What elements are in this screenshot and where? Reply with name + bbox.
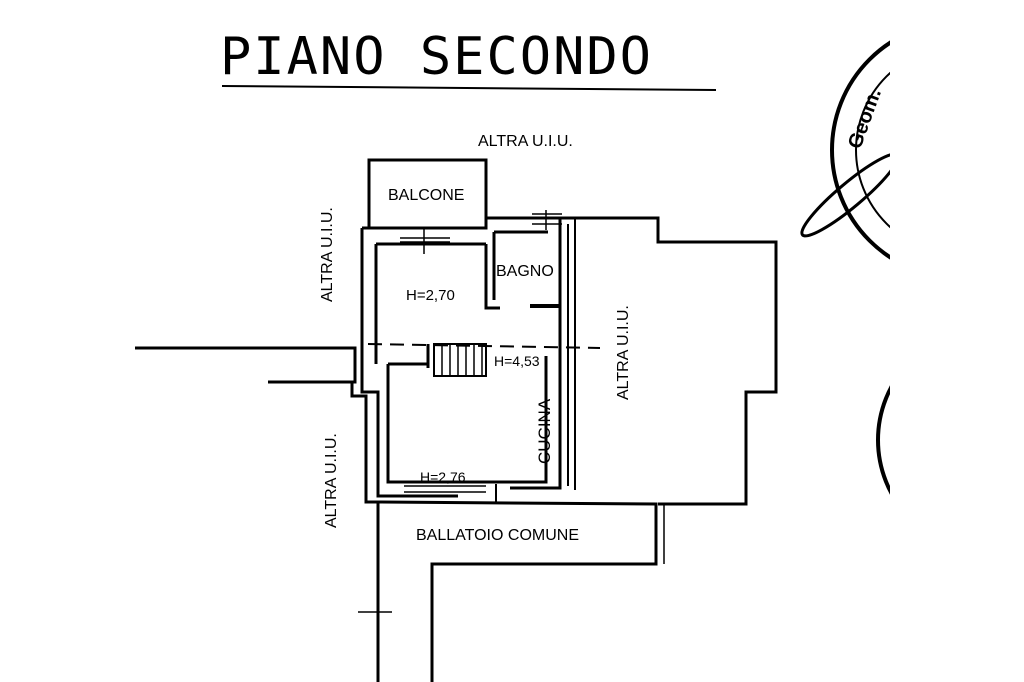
label-bagno: BAGNO xyxy=(496,263,554,280)
label-altra-uiu-right: ALTRA U.I.U. xyxy=(615,305,632,400)
unit-wall-top xyxy=(362,216,562,490)
label-altra-uiu-left-upper: ALTRA U.I.U. xyxy=(319,207,336,302)
window-bagno-top xyxy=(532,210,562,230)
neighbor-wall-right xyxy=(560,216,778,506)
label-h-kitchen: H=2,76 xyxy=(420,469,466,485)
staircase xyxy=(426,343,487,377)
label-h-room: H=2,70 xyxy=(406,287,455,304)
window-room-top xyxy=(400,228,450,254)
section-line xyxy=(367,343,601,349)
room-wall-right xyxy=(484,244,500,310)
surveyor-stamp: Geom. xyxy=(800,40,890,495)
neighbor-wall-left-lower xyxy=(268,380,376,504)
label-h-stair: H=4,53 xyxy=(494,353,540,369)
unit-wall-left xyxy=(360,228,458,498)
label-cucina: CUCINA xyxy=(535,398,554,464)
title-underline xyxy=(221,85,717,91)
kitchen-walls xyxy=(386,356,548,484)
label-altra-uiu-top: ALTRA U.I.U. xyxy=(478,133,573,150)
ballatoio-outline xyxy=(375,500,658,682)
label-balcone: BALCONE xyxy=(388,187,464,204)
label-ballatoio: BALLATOIO COMUNE xyxy=(416,527,579,544)
window-kitchen-bottom xyxy=(404,484,497,502)
label-altra-uiu-left-lower: ALTRA U.I.U. xyxy=(323,433,340,528)
stamp-text: Geom. xyxy=(844,86,886,152)
neighbor-wall-left xyxy=(135,346,357,384)
plan-title: PIANO SECONDO xyxy=(220,27,653,87)
